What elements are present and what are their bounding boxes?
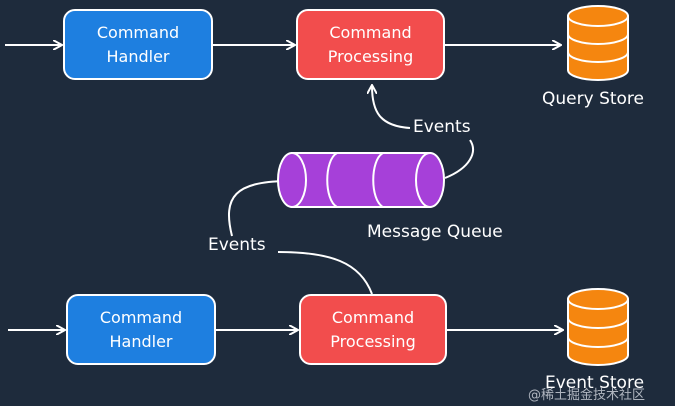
event-store-database-icon xyxy=(567,288,629,366)
top-command-handler-label: Command Handler xyxy=(96,22,180,66)
events-arrow-queue-to-processing xyxy=(372,86,474,179)
top-command-processing-node: Command Processing xyxy=(296,9,445,80)
events-label-top: Events xyxy=(413,117,471,137)
bottom-command-handler-label: Command Handler xyxy=(99,307,183,351)
query-store-database-icon xyxy=(567,5,629,81)
query-store-label: Query Store xyxy=(542,89,644,109)
watermark: @稀土掘金技术社区 xyxy=(528,388,646,403)
bottom-command-processing-node: Command Processing xyxy=(299,294,447,365)
bottom-command-processing-label: Command Processing xyxy=(330,307,416,351)
message-queue-label: Message Queue xyxy=(367,222,503,242)
event-store-label: Event Store xyxy=(545,373,645,393)
top-command-processing-label: Command Processing xyxy=(327,22,414,66)
events-label-bottom: Events xyxy=(208,235,266,255)
events-arrow-processing-to-queue xyxy=(227,181,373,295)
top-command-handler-node: Command Handler xyxy=(63,9,213,80)
message-queue-icon xyxy=(277,152,445,208)
bottom-command-handler-node: Command Handler xyxy=(66,294,216,365)
